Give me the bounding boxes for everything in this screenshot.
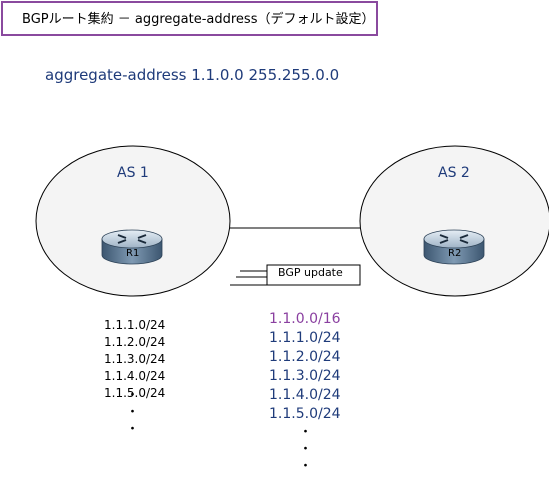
route-item: 1.1.4.0/24 <box>104 369 166 383</box>
aggregate-command: aggregate-address 1.1.0.0 255.255.0.0 <box>45 66 340 84</box>
ellipsis-dot: ・ <box>299 442 313 457</box>
ellipsis-dot: ・ <box>126 405 140 420</box>
title-box <box>1 1 378 36</box>
route-item: 1.1.1.0/24 <box>269 330 341 346</box>
route-item: 1.1.1.0/24 <box>104 318 166 332</box>
route-item: 1.1.2.0/24 <box>269 349 341 365</box>
ellipsis-dot: ・ <box>126 388 140 403</box>
as2-ellipse <box>359 145 549 297</box>
as1-route-list: 1.1.1.0/24 1.1.2.0/24 1.1.3.0/24 1.1.4.0… <box>104 317 165 402</box>
bgp-update-label: BGP update <box>278 266 343 279</box>
as1-ellipse <box>35 145 231 297</box>
route-item: 1.1.5.0/24 <box>269 406 341 422</box>
route-item: 1.1.3.0/24 <box>104 352 166 366</box>
route-item: 1.1.5.0/24 <box>104 386 166 400</box>
route-item: 1.1.4.0/24 <box>269 387 341 403</box>
bgp-update-arrow <box>230 264 361 286</box>
router-r1-icon <box>101 229 163 265</box>
bgp-update-route-list: 1.1.0.0/16 1.1.1.0/24 1.1.2.0/24 1.1.3.0… <box>269 310 341 424</box>
ellipsis-dot: ・ <box>126 422 140 437</box>
router-r1-label: R1 <box>126 248 140 259</box>
router-r2-icon <box>423 229 485 265</box>
as2-label: AS 2 <box>438 165 470 181</box>
diagram-title: BGPルート集約 － aggregate-address（デフォルト設定） <box>22 12 375 27</box>
ellipsis-dot: ・ <box>299 425 313 440</box>
bgp-update-ellipsis: ・ ・ ・ <box>299 424 312 475</box>
as1-label: AS 1 <box>117 165 149 181</box>
aggregate-route: 1.1.0.0/16 <box>269 311 341 327</box>
as1-ellipsis: ・ ・ ・ <box>126 387 139 438</box>
route-item: 1.1.2.0/24 <box>104 335 166 349</box>
ellipsis-dot: ・ <box>299 459 313 474</box>
router-r2-label: R2 <box>448 248 462 259</box>
route-item: 1.1.3.0/24 <box>269 368 341 384</box>
